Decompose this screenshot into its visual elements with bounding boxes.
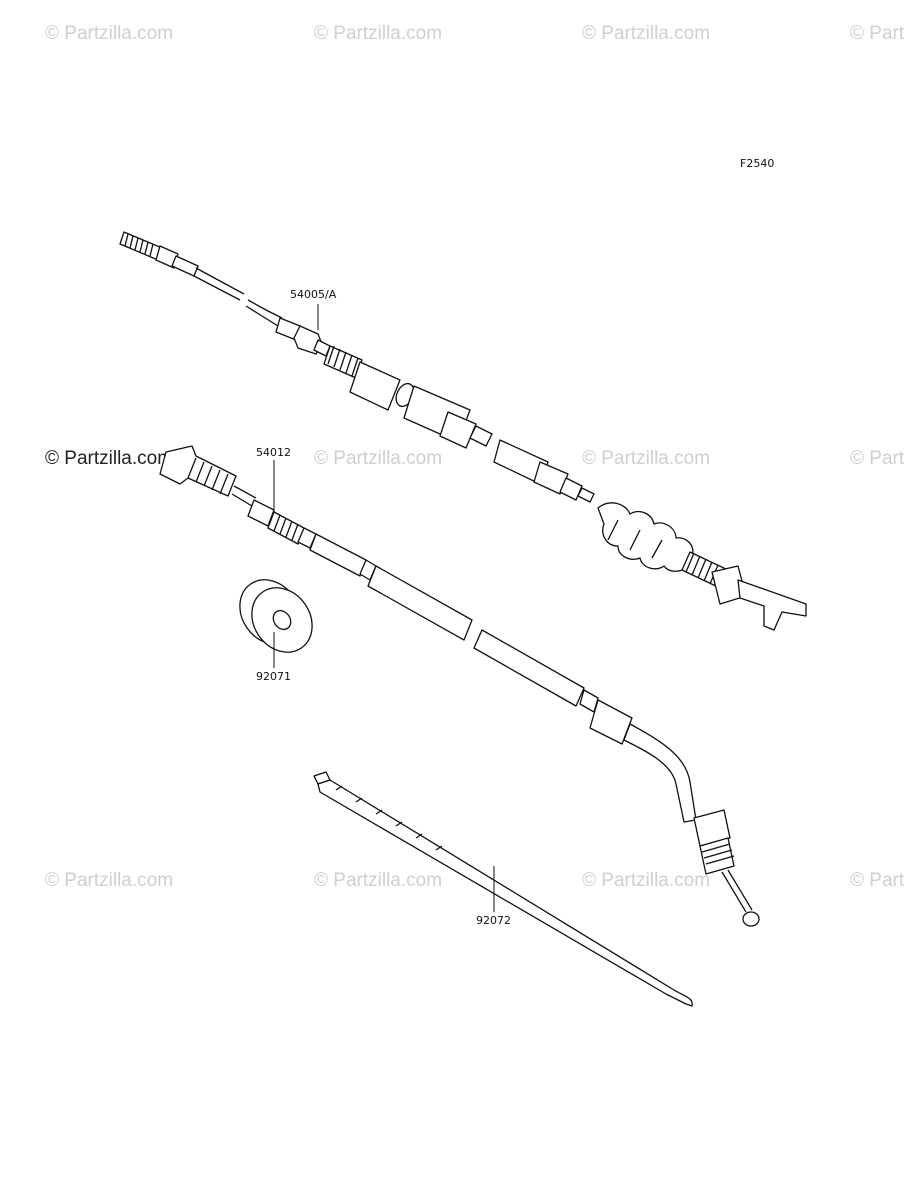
watermark: © Partzilla.com [582,23,711,44]
watermark: © Partzilla.com [582,448,711,469]
part-label[interactable]: 54005/A [290,288,337,301]
diagram-code: F2540 [740,157,775,170]
watermark: © Partzilla.com [45,23,174,44]
cable-tie-92072[interactable] [313,771,693,1007]
watermark: © Part [850,870,905,891]
watermark: © Partzilla.com [45,448,174,469]
watermark: © Partzilla.com [314,448,443,469]
part-label[interactable]: 92072 [476,914,511,927]
watermark: © Part [850,448,905,469]
watermark: © Part [850,23,905,44]
throttle-cable-lower[interactable] [159,445,760,927]
watermark: © Partzilla.com [314,23,443,44]
watermark: © Partzilla.com [582,870,711,891]
part-label[interactable]: 92071 [256,670,291,683]
watermark: © Partzilla.com [45,870,174,891]
part-label[interactable]: 54012 [256,446,291,459]
grommet-92071[interactable] [228,568,325,664]
clutch-cable-upper[interactable] [119,231,807,631]
watermark: © Partzilla.com [314,870,443,891]
